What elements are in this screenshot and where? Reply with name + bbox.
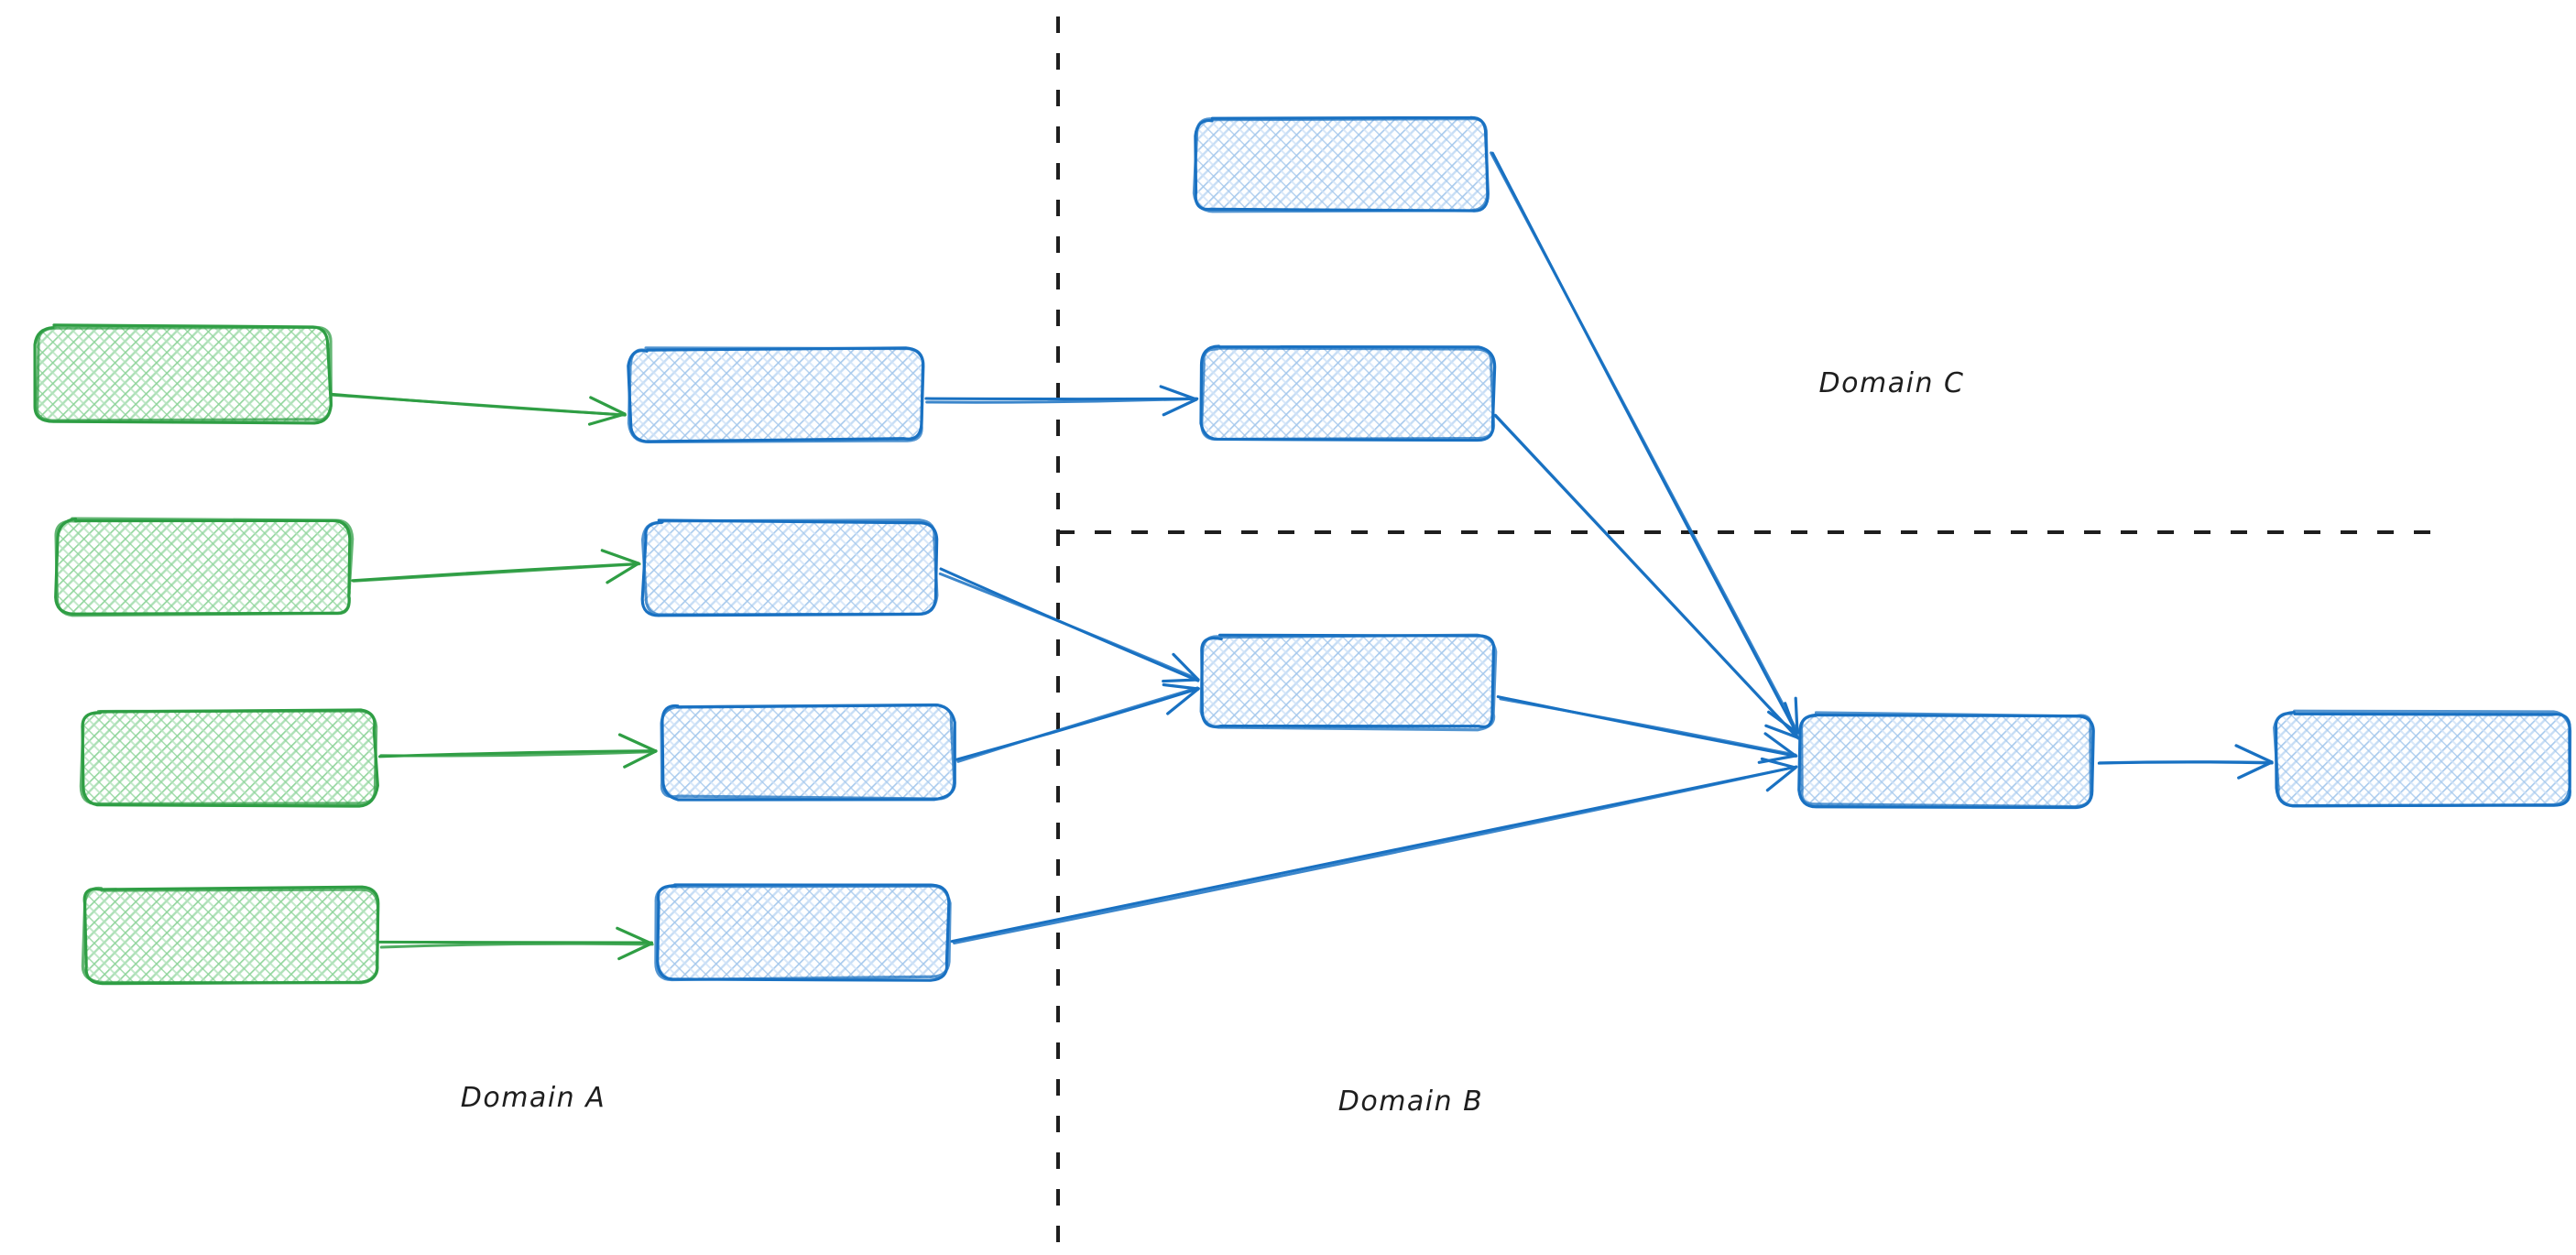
diagram-edge[interactable] (924, 385, 1199, 417)
edge-arrowhead (587, 412, 627, 426)
diagram-edge[interactable] (1496, 695, 1798, 764)
node-fill (630, 349, 922, 441)
diagram-node[interactable] (660, 703, 956, 802)
edge-line (1490, 151, 1800, 735)
diagram-edge[interactable] (330, 392, 627, 426)
node-fill (644, 522, 935, 614)
edge-layer (330, 151, 2274, 961)
edge-arrowhead (1764, 724, 1799, 739)
edge-line (956, 686, 1199, 763)
edge-line (379, 749, 657, 758)
node-fill (657, 887, 948, 978)
diagram-edge[interactable] (351, 549, 641, 584)
domain-label-a: Domain A (461, 1082, 606, 1114)
node-outline (1192, 116, 1490, 213)
edge-arrowhead (606, 562, 640, 584)
edge-arrowhead (589, 396, 627, 416)
edge-arrowhead (600, 549, 640, 565)
node-outline (1799, 711, 2093, 809)
edge-line (925, 397, 1198, 404)
diagram-edge[interactable] (2097, 744, 2274, 780)
diagram-edge[interactable] (938, 567, 1200, 683)
edge-line (2098, 760, 2274, 765)
diagram-edge[interactable] (378, 733, 658, 769)
node-fill (84, 889, 377, 982)
edge-line (379, 942, 654, 949)
node-fill (1203, 637, 1494, 728)
node-fill (37, 327, 330, 421)
edge-arrowhead (1162, 678, 1200, 683)
divider-layer (1056, 16, 2448, 1246)
diagram-node[interactable] (654, 883, 952, 982)
diagram-node[interactable] (1199, 344, 1497, 442)
diagram-edge[interactable] (955, 682, 1200, 763)
diagram-node[interactable] (640, 518, 939, 617)
node-fill (82, 711, 376, 804)
diagram-edge[interactable] (950, 757, 1798, 945)
domain-label-b: Domain B (1338, 1086, 1484, 1118)
node-outline (654, 884, 952, 982)
edge-arrowhead (1162, 682, 1200, 691)
node-outline (54, 517, 355, 617)
node-outline (79, 709, 378, 806)
edge-arrowhead (1162, 398, 1198, 417)
node-outline (627, 346, 925, 444)
edge-arrowhead (1763, 732, 1797, 758)
edge-line (352, 562, 641, 583)
diagram-node[interactable] (1192, 115, 1490, 213)
node-outline (640, 518, 939, 617)
edge-arrowhead (2234, 744, 2274, 764)
diagram-edge[interactable] (1490, 151, 1800, 735)
diagram-node[interactable] (33, 323, 333, 425)
domain-label-c: Domain C (1819, 367, 1965, 399)
diagram-node[interactable] (1797, 711, 2095, 810)
node-fill (661, 706, 953, 798)
edge-line (1499, 697, 1797, 757)
diagram-node[interactable] (81, 885, 380, 986)
node-outline (35, 325, 333, 422)
node-outline (2273, 709, 2572, 808)
edge-line (1494, 413, 1800, 740)
edge-arrowhead (1172, 652, 1200, 682)
diagram-node[interactable] (2273, 709, 2572, 808)
edge-arrowhead (2237, 760, 2274, 780)
node-fill (1800, 715, 2091, 806)
edge-arrowhead (1784, 702, 1799, 739)
diagram-node[interactable] (1199, 633, 1498, 732)
edge-line (953, 765, 1797, 945)
edge-arrowhead (1159, 385, 1198, 401)
edge-arrowhead (616, 926, 653, 945)
diagram-node[interactable] (54, 517, 355, 617)
edge-line (377, 940, 654, 944)
edge-arrowhead (1166, 687, 1200, 715)
edge-arrowhead (1794, 696, 1799, 735)
diagram-edge[interactable] (1493, 413, 1800, 740)
node-fill (58, 520, 351, 615)
node-outline (81, 886, 380, 985)
edge-line (938, 572, 1199, 681)
node-layer (33, 115, 2572, 986)
diagram-node[interactable] (79, 708, 379, 808)
edge-arrowhead (1757, 754, 1797, 764)
node-fill (1195, 119, 1487, 211)
domain-label-layer: Domain A Domain B Domain C (461, 367, 1965, 1118)
node-outline (33, 323, 333, 425)
edge-arrowhead (1765, 766, 1797, 792)
edge-arrowhead (617, 733, 658, 753)
node-outline (1200, 346, 1496, 442)
edge-arrowhead (1760, 757, 1797, 769)
node-fill (1202, 348, 1493, 440)
node-fill (2276, 713, 2570, 804)
node-outline (1199, 633, 1498, 732)
diagram-edge[interactable] (377, 926, 654, 961)
node-outline (660, 703, 956, 801)
edge-arrowhead (617, 942, 653, 961)
edge-arrowhead (623, 749, 658, 769)
diagram-node[interactable] (627, 346, 925, 444)
edge-line (331, 393, 627, 417)
